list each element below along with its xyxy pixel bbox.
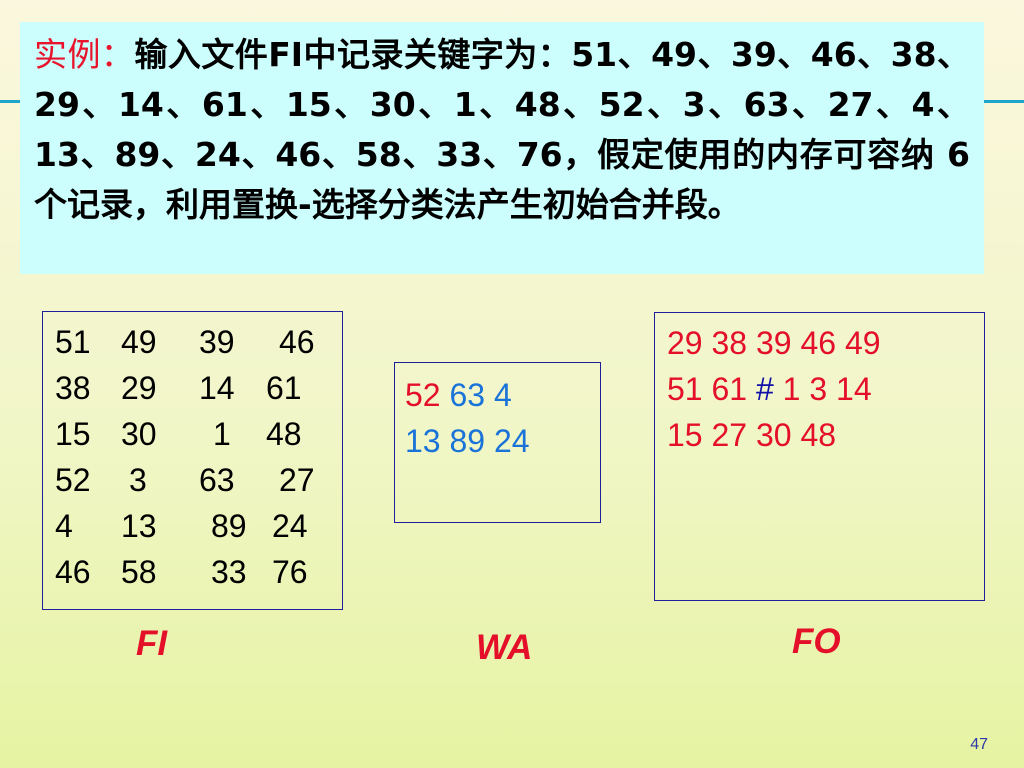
page-number: 47 <box>970 736 988 753</box>
wa-line-2: 13 89 24 <box>405 423 530 459</box>
fi-cell: 48 <box>266 416 302 452</box>
fi-cell: 4 <box>55 508 73 544</box>
problem-text: 输入文件FI中记录关键字为：51、49、39、46、38、29、14、61、15… <box>34 35 971 224</box>
fi-cell: 89 <box>211 508 247 544</box>
wa-box: 52 63 4 13 89 24 <box>394 362 601 523</box>
fi-cell: 1 <box>213 416 231 452</box>
fi-cell: 61 <box>266 370 302 406</box>
fi-cell: 3 <box>129 462 147 498</box>
fi-cell: 30 <box>121 416 157 452</box>
fi-cell: 76 <box>272 554 308 590</box>
fi-cell: 29 <box>121 370 157 406</box>
wa-value-blue: 63 4 <box>449 377 512 413</box>
fi-cell: 27 <box>279 462 315 498</box>
fi-cell: 39 <box>199 324 235 360</box>
fi-cell: 38 <box>55 370 91 406</box>
fi-cell: 33 <box>211 554 247 590</box>
fo-line-3: 15 27 30 48 <box>667 417 837 453</box>
wa-line-1: 52 63 4 <box>405 377 512 414</box>
fo-line-2: 51 61 # 1 3 14 <box>667 371 872 408</box>
fi-cell: 15 <box>55 416 91 452</box>
wa-value-red: 52 <box>405 377 450 413</box>
fo-caption: FO <box>792 622 841 661</box>
fi-cell: 58 <box>121 554 157 590</box>
fi-caption: FI <box>136 624 168 663</box>
fi-cell: 46 <box>279 324 315 360</box>
fo-box: 29 38 39 46 49 51 61 # 1 3 14 15 27 30 4… <box>654 312 985 601</box>
fi-cell: 14 <box>199 370 235 406</box>
problem-lead: 实例： <box>34 35 135 74</box>
problem-statement: 实例：输入文件FI中记录关键字为：51、49、39、46、38、29、14、61… <box>20 22 984 274</box>
fi-box: 51 49 39 46 38 29 14 61 15 30 1 48 52 3 … <box>42 311 343 610</box>
wa-caption: WA <box>476 628 533 667</box>
fi-cell: 13 <box>121 508 157 544</box>
fo-line-1: 29 38 39 46 49 <box>667 325 881 361</box>
fo-run-1-end: 51 61 <box>667 371 756 407</box>
fi-cell: 51 <box>55 324 91 360</box>
fi-cell: 63 <box>199 462 235 498</box>
fi-cell: 49 <box>121 324 157 360</box>
fi-cell: 52 <box>55 462 91 498</box>
fi-cell: 46 <box>55 554 91 590</box>
fi-cell: 24 <box>272 508 308 544</box>
fo-run-2-start: 1 3 14 <box>773 371 872 407</box>
run-separator-marker: # <box>755 371 774 407</box>
